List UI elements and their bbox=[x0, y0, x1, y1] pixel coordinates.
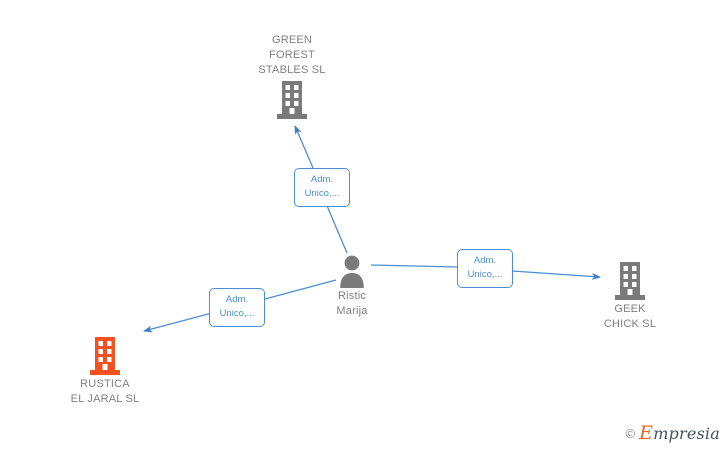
node-ristic-marija[interactable]: Ristic Marija bbox=[277, 254, 427, 319]
edge-to-geek-chick[interactable] bbox=[370, 264, 601, 280]
edge-label-geek-chick[interactable]: Adm. Unico,... bbox=[457, 249, 513, 288]
node-geek-chick[interactable]: GEEK CHICK SL bbox=[555, 261, 705, 332]
node-label-green-forest-stables: GREEN FOREST STABLES SL bbox=[258, 34, 326, 76]
building-icon bbox=[30, 336, 180, 376]
edge-to-rustica[interactable] bbox=[143, 279, 337, 333]
building-icon bbox=[217, 80, 367, 120]
node-label-rustica-el-jaral: RUSTICA EL JARAL SL bbox=[70, 378, 140, 405]
person-icon bbox=[277, 254, 427, 288]
node-rustica-el-jaral[interactable]: RUSTICA EL JARAL SL bbox=[30, 336, 180, 407]
node-label-geek-chick: GEEK CHICK SL bbox=[603, 303, 657, 330]
brand-name: Empresia bbox=[639, 422, 720, 444]
edge-label-rustica[interactable]: Adm. Unico,... bbox=[209, 288, 265, 327]
edge-label-green-forest[interactable]: Adm. Unico,... bbox=[294, 168, 350, 207]
node-green-forest-stables[interactable]: GREEN FOREST STABLES SL bbox=[217, 33, 367, 120]
edge-to-green-forest[interactable] bbox=[294, 125, 348, 254]
brand-rest: mpresia bbox=[653, 424, 720, 443]
empresia-watermark: © Empresia bbox=[626, 422, 720, 444]
building-icon bbox=[555, 261, 705, 301]
brand-initial: E bbox=[639, 422, 654, 444]
copyright-icon: © bbox=[625, 425, 636, 441]
node-label-ristic-marija: Ristic Marija bbox=[336, 290, 368, 317]
